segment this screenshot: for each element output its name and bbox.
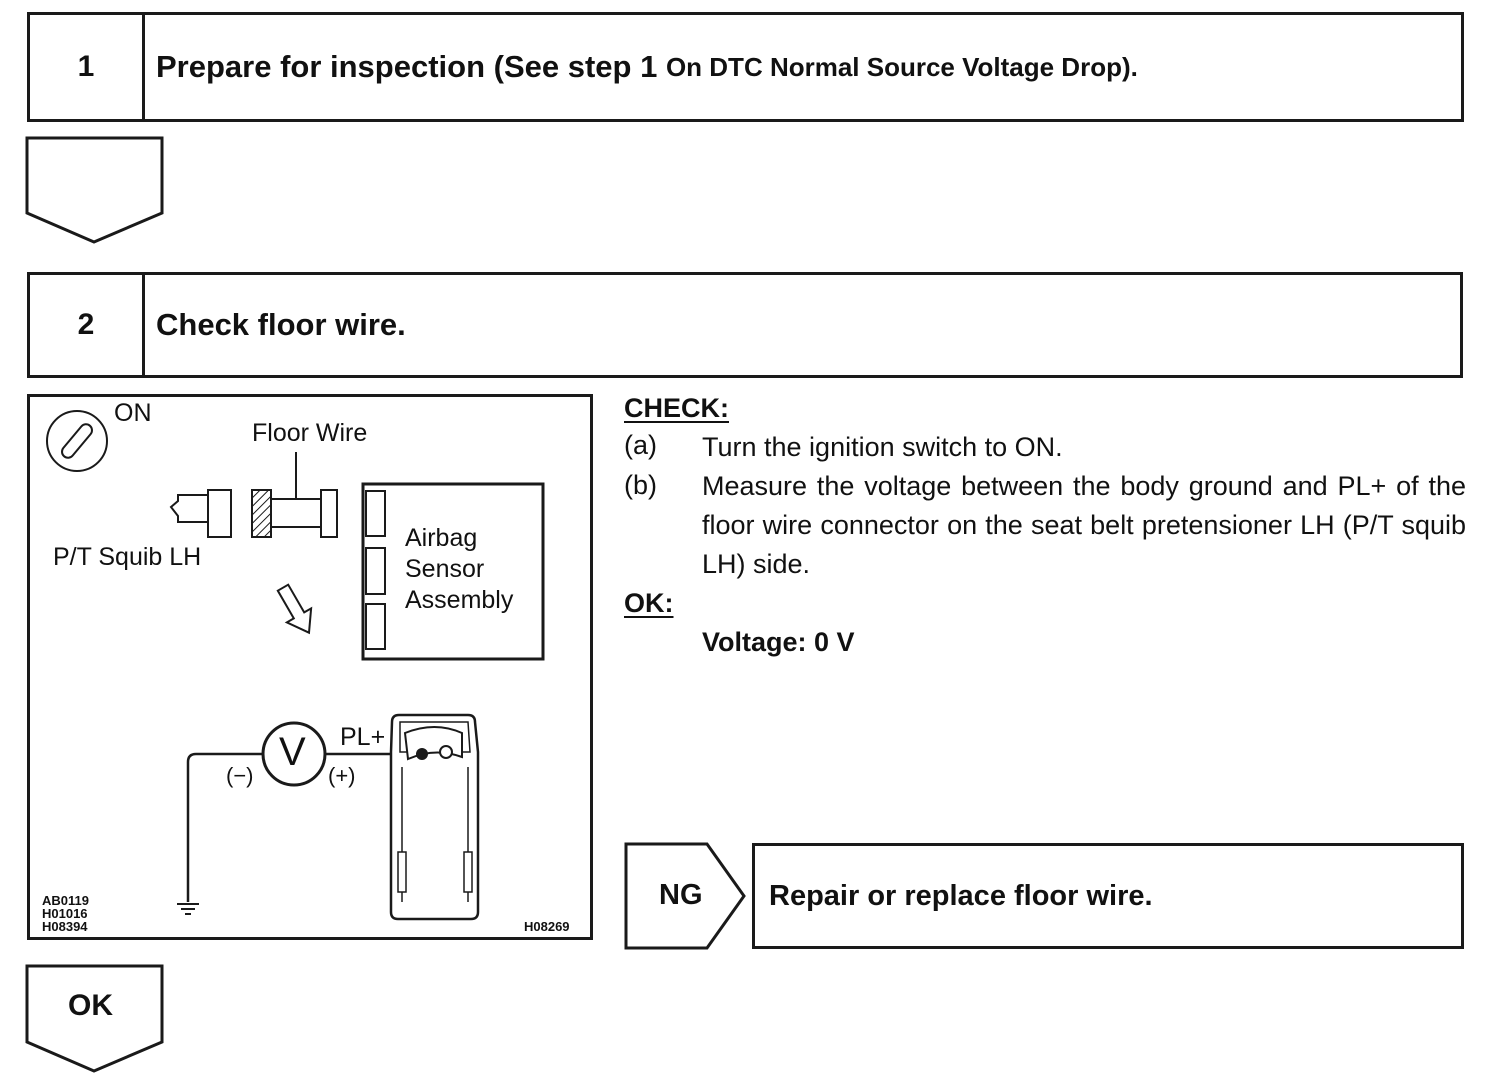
- ok-label: OK: [68, 989, 113, 1022]
- sensor-label-line-3: Assembly: [405, 586, 514, 614]
- check-heading: CHECK:: [624, 393, 729, 423]
- check-item-b-text: Measure the voltage between the body gro…: [702, 471, 1466, 579]
- step-2-header: 2 Check floor wire.: [27, 272, 1463, 378]
- diagram-illustration: [46, 410, 545, 921]
- voltmeter-symbol: V: [279, 730, 306, 774]
- step-2-number: 2: [30, 275, 145, 375]
- figure-code-right: H08269: [524, 919, 570, 934]
- step-2-title: Check floor wire.: [156, 307, 406, 342]
- floor-wire-diagram: ON Floor Wire P/T Squib LH Airbag Sensor…: [27, 394, 593, 940]
- ignition-switch-icon: [46, 410, 108, 472]
- step-1-number: 1: [30, 15, 145, 119]
- step-1-title-reference: On DTC Normal Source Voltage Drop).: [665, 51, 1138, 82]
- ground-icon: [177, 903, 199, 915]
- floor-wire-connector-icon: [251, 489, 272, 538]
- ok-arrow-shape: [25, 964, 164, 1073]
- squib-label: P/T Squib LH: [53, 543, 202, 571]
- check-item-a-text: Turn the ignition switch to ON.: [702, 432, 1063, 462]
- ok-heading: OK:: [624, 588, 674, 618]
- terminal-label: PL+: [340, 723, 386, 751]
- airbag-sensor-assembly-icon: [361, 482, 545, 661]
- floor-wire-label: Floor Wire: [252, 419, 368, 447]
- sensor-label-line-1: Airbag: [405, 524, 478, 552]
- positive-probe-label: (+): [328, 763, 356, 788]
- sensor-label-line-2: Sensor: [405, 555, 485, 583]
- ng-label: NG: [659, 879, 703, 911]
- ng-action-box: Repair or replace floor wire.: [752, 843, 1464, 949]
- figure-code-left: AB0119 H01016 H08394: [42, 893, 89, 934]
- step-1-header: 1 Prepare for inspection (See step 1 On …: [27, 12, 1464, 122]
- ng-arrow-shape: [624, 842, 746, 950]
- ok-value: Voltage: 0 V: [702, 627, 855, 657]
- step-1-title: Prepare for inspection (See step 1 On DT…: [156, 15, 1138, 119]
- direction-arrow-icon: [276, 583, 313, 635]
- negative-probe-label: (−): [226, 763, 254, 788]
- check-item-a-letter: (a): [624, 430, 657, 460]
- continue-arrow-shape: [25, 136, 164, 244]
- pretensioner-icon: [389, 713, 480, 921]
- ignition-on-label: ON: [114, 399, 152, 427]
- check-item-b-letter: (b): [624, 470, 657, 500]
- step-1-title-main: Prepare for inspection (See step 1: [156, 49, 658, 84]
- squib-connector-icon: [169, 489, 232, 538]
- ng-action-text: Repair or replace floor wire.: [769, 879, 1153, 912]
